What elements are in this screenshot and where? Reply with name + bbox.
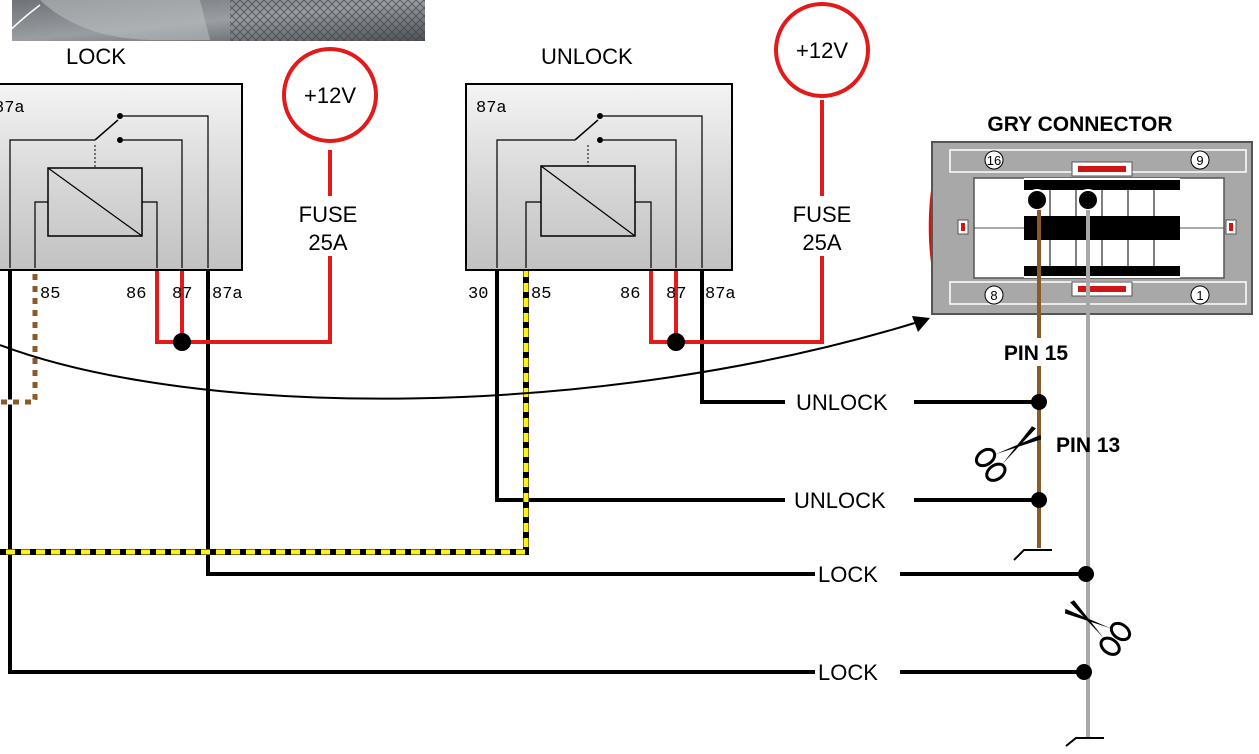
lock-power-label: +12V bbox=[304, 83, 356, 108]
connector-title: GRY CONNECTOR bbox=[987, 113, 1172, 136]
junction-dot bbox=[1076, 664, 1092, 680]
lock-wire-left bbox=[8, 268, 815, 674]
relay-switch-icon bbox=[574, 119, 599, 141]
junction-dot bbox=[667, 333, 685, 351]
wire-label-lock-1: LOCK bbox=[818, 562, 878, 587]
lock-pin-85: 85 bbox=[40, 285, 60, 304]
unlock-pin-87a-top: 87a bbox=[476, 99, 507, 118]
unlock-pin-87: 87 bbox=[666, 285, 686, 304]
lock-power-circle bbox=[282, 47, 378, 143]
scissors-icon bbox=[974, 426, 1042, 482]
unlock-pin-86: 86 bbox=[620, 285, 640, 304]
lock-wire-87a bbox=[206, 268, 815, 576]
junction-dot bbox=[1031, 394, 1047, 410]
relay-coil-icon bbox=[540, 165, 636, 237]
scissors-icon bbox=[1064, 600, 1132, 656]
lock-pin-87: 87 bbox=[172, 285, 192, 304]
unlock-pin-85: 85 bbox=[531, 285, 551, 304]
relay-switch-icon bbox=[94, 119, 119, 141]
photo-thumbnail bbox=[0, 0, 425, 41]
junction-dot bbox=[1031, 492, 1047, 508]
junction-dot bbox=[173, 333, 191, 351]
pointer-arrow bbox=[0, 321, 919, 400]
connector-pin-1: 1 bbox=[1196, 288, 1203, 303]
unlock-fuse-label: FUSE bbox=[793, 202, 852, 227]
lock-pin-87a-top: 87a bbox=[0, 99, 25, 118]
lock-relay bbox=[0, 83, 243, 271]
lock-pin-86: 86 bbox=[126, 285, 146, 304]
connector-pin-16: 16 bbox=[987, 153, 1001, 168]
wire-label-unlock-1: UNLOCK bbox=[796, 390, 888, 415]
connector-pin-9: 9 bbox=[1196, 153, 1203, 168]
junction-dot bbox=[1078, 566, 1094, 582]
pin13-label: PIN 13 bbox=[1056, 434, 1120, 457]
relay-coil-icon bbox=[47, 167, 143, 237]
unlock-power-label: +12V bbox=[796, 38, 848, 63]
connector-pin-8: 8 bbox=[990, 288, 997, 303]
unlock-wire-87a bbox=[700, 268, 785, 404]
unlock-fuse-rating: 25A bbox=[802, 230, 841, 255]
ground-break-icon bbox=[1065, 737, 1104, 747]
unlock-wire-30 bbox=[495, 268, 785, 502]
lock-fuse-rating: 25A bbox=[308, 230, 347, 255]
pin15-label: PIN 15 bbox=[1004, 342, 1069, 365]
lock-fuse-label: FUSE bbox=[299, 202, 358, 227]
unlock-pin-30: 30 bbox=[468, 285, 488, 304]
unlock-pin-87a: 87a bbox=[705, 285, 736, 304]
unlock-power-circle bbox=[774, 2, 870, 98]
unlock-relay bbox=[465, 83, 733, 271]
yellow-dashed-wire bbox=[0, 268, 529, 555]
lock-pin-87a: 87a bbox=[212, 285, 243, 304]
lock-relay-title: LOCK bbox=[66, 44, 126, 69]
unlock-relay-title: UNLOCK bbox=[541, 44, 633, 69]
wire-label-lock-2: LOCK bbox=[818, 660, 878, 685]
gry-connector bbox=[928, 141, 1253, 315]
ground-break-icon bbox=[1013, 549, 1052, 561]
brown-dashed-wire bbox=[0, 268, 38, 405]
wire-label-unlock-2: UNLOCK bbox=[794, 488, 886, 513]
